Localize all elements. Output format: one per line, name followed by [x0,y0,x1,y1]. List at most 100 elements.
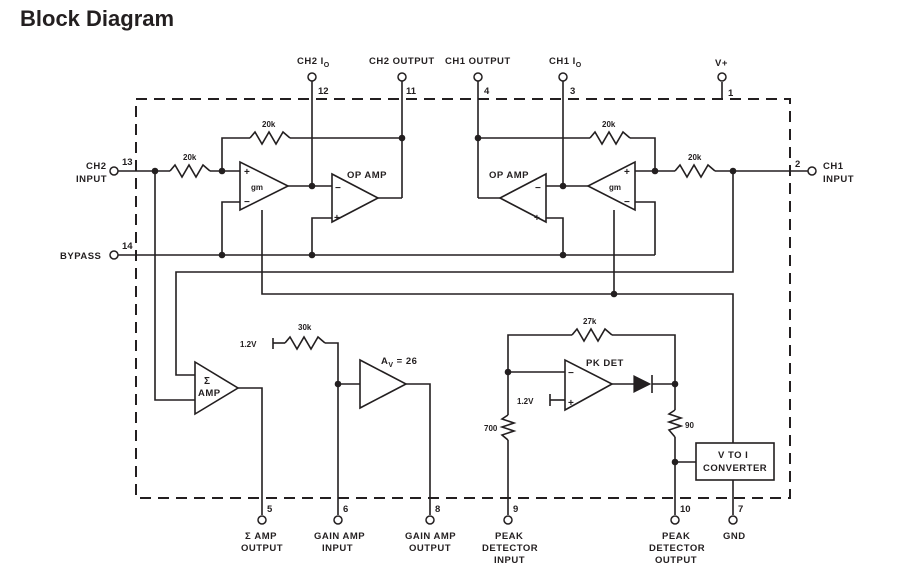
svg-text:700: 700 [484,424,498,433]
pin-bypass: BYPASS 14 [60,241,133,262]
svg-text:20k: 20k [262,120,276,129]
svg-text:11: 11 [406,86,417,97]
svg-text:CH2 OUTPUT: CH2 OUTPUT [369,56,435,67]
svg-text:INPUT: INPUT [322,543,353,554]
svg-text:90: 90 [685,421,694,430]
resistor-pk-output: 90 [666,409,694,438]
resistor-ch1-feedback: 20k [589,120,631,146]
svg-text:5: 5 [267,504,273,515]
svg-text:+: + [244,167,250,178]
pin-peak-detector-output: 10 PEAK DETECTOR OUTPUT [649,504,705,566]
svg-text:1: 1 [728,88,734,99]
svg-text:12: 12 [318,86,329,97]
reference-1v2-peak: 1.2V [517,394,551,406]
pin-sum-amp-output: 5 Σ AMP OUTPUT [241,504,283,554]
svg-text:+: + [534,213,540,224]
svg-text:gm: gm [609,183,621,192]
svg-text:+: + [624,167,630,178]
svg-text:7: 7 [738,504,743,515]
wires [118,81,808,515]
resistor-gain-30k: 30k [284,323,326,351]
svg-text:PEAK: PEAK [495,531,523,542]
svg-text:Σ AMP: Σ AMP [245,531,277,542]
resistor-ch1-input: 20k [674,153,716,179]
svg-text:2: 2 [795,159,800,170]
pin-ch1-input: CH1 INPUT 2 [795,159,854,185]
svg-text:V TO I: V TO I [718,450,748,461]
svg-text:8: 8 [435,504,440,515]
pin-gain-amp-output: 8 GAIN AMP OUTPUT [405,504,456,554]
op-amp-ch2: − + OP AMP [331,170,387,224]
svg-text:AV = 26: AV = 26 [381,356,417,369]
resistor-pk-feedback: 27k [571,317,613,343]
svg-text:20k: 20k [602,120,616,129]
svg-text:BYPASS: BYPASS [60,251,101,262]
reference-1v2-gain: 1.2V [240,338,274,349]
svg-text:DETECTOR: DETECTOR [649,543,705,554]
peak-detector-amplifier: − + PK DET [564,358,624,412]
chip-boundary [135,98,791,499]
svg-text:INPUT: INPUT [76,174,107,185]
pin-ch2-io: CH2 IO 12 [297,56,330,97]
svg-text:−: − [244,197,250,208]
gain-amplifier: AV = 26 [359,356,417,410]
pin-ch2-output: CH2 OUTPUT 11 [369,56,435,97]
svg-text:13: 13 [122,157,133,168]
svg-text:gm: gm [251,183,263,192]
svg-text:GAIN AMP: GAIN AMP [314,531,365,542]
svg-text:CONVERTER: CONVERTER [703,463,767,474]
svg-text:−: − [535,183,541,194]
svg-text:CH1 IO: CH1 IO [549,56,582,69]
pin-gnd: 7 GND [723,504,746,542]
svg-text:OUTPUT: OUTPUT [655,555,697,566]
page-title: Block Diagram [20,6,175,31]
svg-text:PEAK: PEAK [662,531,690,542]
peak-diode [633,375,653,393]
svg-text:1.2V: 1.2V [240,340,257,349]
op-amp-ch1: − + OP AMP [489,170,547,224]
resistor-ch2-feedback: 20k [249,120,291,146]
svg-text:9: 9 [513,504,518,515]
svg-text:+: + [334,213,340,224]
svg-text:PK DET: PK DET [586,358,624,369]
junction-dots [151,134,737,466]
pin-vplus: V+ 1 [715,58,734,99]
svg-text:OP AMP: OP AMP [347,170,387,181]
svg-text:INPUT: INPUT [823,174,854,185]
svg-text:30k: 30k [298,323,312,332]
svg-text:10: 10 [680,504,691,515]
svg-text:+: + [568,398,574,409]
svg-text:20k: 20k [688,153,702,162]
svg-text:OUTPUT: OUTPUT [241,543,283,554]
svg-text:4: 4 [484,86,490,97]
resistor-pk-input: 700 [484,414,517,441]
svg-text:CH2: CH2 [86,161,107,172]
svg-text:AMP: AMP [198,388,221,399]
svg-text:GND: GND [723,531,746,542]
svg-text:−: − [568,368,574,379]
svg-text:OP AMP: OP AMP [489,170,529,181]
svg-text:V+: V+ [715,58,728,69]
sum-amplifier: Σ AMP [194,360,240,416]
pin-peak-detector-input: 9 PEAK DETECTOR INPUT [482,504,538,566]
v-to-i-converter: V TO I CONVERTER [695,442,775,481]
svg-text:1.2V: 1.2V [517,397,534,406]
resistor-ch2-input: 20k [169,153,211,179]
pin-ch1-io: CH1 IO 3 [549,56,582,97]
svg-text:CH1 OUTPUT: CH1 OUTPUT [445,56,511,67]
gm-amplifier-ch1: + − gm [586,160,636,212]
svg-text:−: − [624,197,630,208]
svg-text:INPUT: INPUT [494,555,525,566]
svg-text:GAIN AMP: GAIN AMP [405,531,456,542]
svg-text:3: 3 [570,86,575,97]
svg-text:Σ: Σ [204,376,210,387]
svg-text:14: 14 [122,241,133,252]
pin-gain-amp-input: 6 GAIN AMP INPUT [314,504,365,554]
svg-text:CH1: CH1 [823,161,844,172]
svg-text:6: 6 [343,504,348,515]
svg-text:CH2 IO: CH2 IO [297,56,330,69]
gm-amplifier-ch2: + − gm [239,160,290,212]
svg-text:−: − [335,183,341,194]
svg-text:27k: 27k [583,317,597,326]
